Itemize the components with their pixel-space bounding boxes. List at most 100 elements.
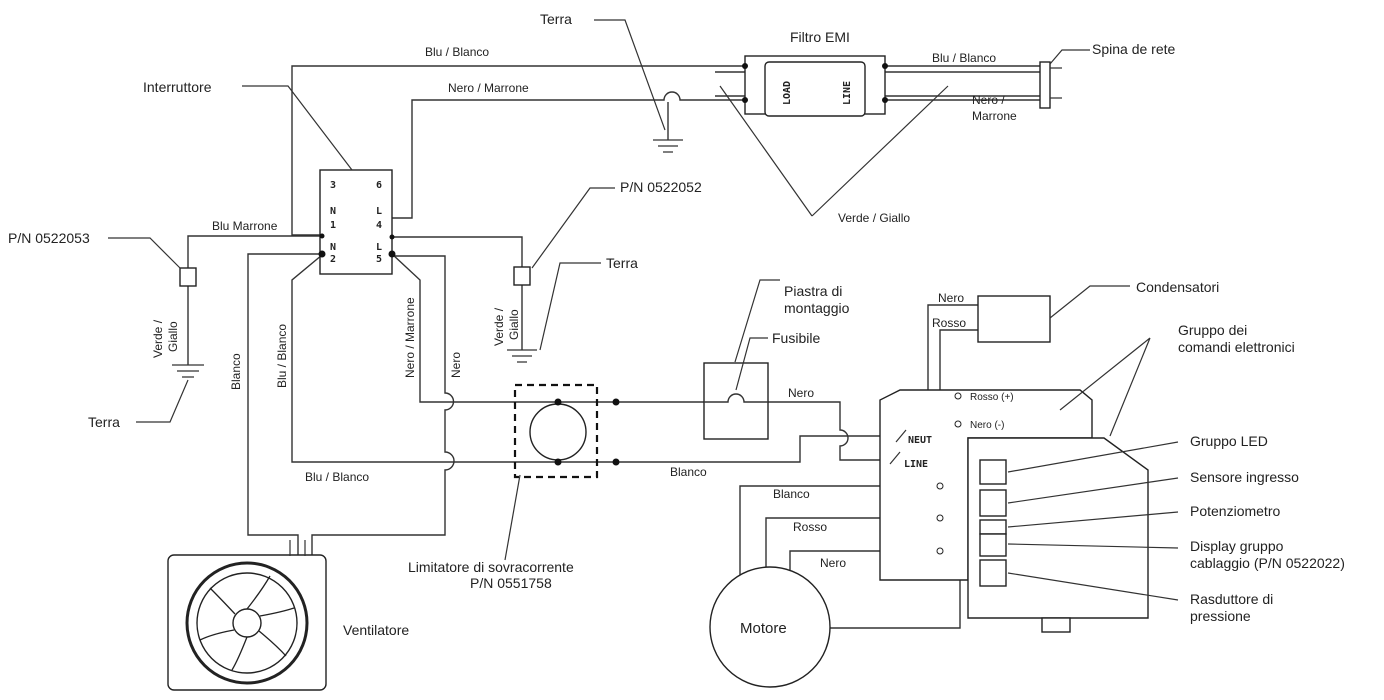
fan-hub — [232, 608, 262, 638]
wire-nero-marrone-vert — [391, 253, 448, 403]
wire-blu-blanco-vert — [291, 254, 448, 463]
mounting-plate — [703, 362, 769, 440]
label-blu-bianco-plug: Blu / Blanco — [932, 51, 996, 65]
control-board-tab — [1041, 617, 1071, 633]
interruttore-switch: 3 6 N L 1 4 N L 2 5 — [318, 169, 396, 275]
label-blanco-mid: Blanco — [670, 465, 707, 479]
plug-body — [1039, 61, 1051, 109]
connector-0522052 — [513, 266, 531, 286]
svg-text:5: 5 — [376, 254, 382, 265]
fan-blades-icon — [199, 575, 295, 671]
label-ventilatore: Ventilatore — [343, 622, 409, 638]
label-blu-bianco-top: Blu / Blanco — [425, 45, 489, 59]
label-nero-cap: Nero — [938, 291, 964, 305]
label-gruppo-1: Gruppo dei — [1178, 322, 1247, 338]
label-verde-mid-1: Verde / — [492, 307, 506, 346]
svg-text:L: L — [376, 206, 382, 217]
label-piastra-2: montaggio — [784, 300, 850, 316]
ground-mid-icon — [507, 349, 537, 363]
label-neut: NEUT — [908, 435, 932, 446]
wire-gnd-mid-top — [392, 236, 523, 267]
svg-text:3: 3 — [330, 180, 336, 191]
label-blanco-motor: Blanco — [773, 487, 810, 501]
ground-top-icon — [653, 139, 683, 153]
wire-nero-fan — [311, 255, 455, 555]
label-pn-0522052: P/N 0522052 — [620, 179, 702, 195]
led-block — [979, 459, 1007, 485]
label-potenziometro: Potenziometro — [1190, 503, 1280, 519]
svg-text:N: N — [330, 242, 336, 253]
label-verde-left-1: Verde / — [151, 319, 165, 358]
svg-text:4: 4 — [376, 220, 382, 231]
pressure-block — [979, 559, 1007, 587]
label-piastra-1: Piastra di — [784, 283, 842, 299]
label-nero-minus: Nero (-) — [970, 420, 1004, 431]
display-block — [979, 533, 1007, 557]
connector-0522053 — [179, 267, 197, 287]
control-board-front — [967, 437, 1149, 619]
sensor-block — [979, 489, 1007, 517]
wire-switch-blu-in — [291, 200, 322, 236]
label-nero-plug-1: Nero / — [972, 93, 1005, 107]
label-spina: Spina de rete — [1092, 41, 1175, 57]
filtro-emi-label: Filtro EMI — [790, 29, 850, 45]
label-nero-marrone-vert: Nero / Marrone — [403, 297, 417, 378]
condensatori-box — [977, 295, 1051, 343]
label-terra-mid: Terra — [606, 255, 638, 271]
label-blu-blanco-vert: Blu / Blanco — [275, 324, 289, 388]
label-rosso-motor: Rosso — [793, 520, 827, 534]
overcurrent-limiter — [513, 383, 620, 479]
label-motore: Motore — [740, 620, 787, 637]
label-verde-left-2: Giallo — [166, 321, 180, 352]
label-rasduttore-2: pressione — [1190, 608, 1251, 624]
label-verde-giallo-filter: Verde / Giallo — [838, 211, 910, 225]
label-terra-left: Terra — [88, 414, 120, 430]
label-nero-vert: Nero — [449, 352, 463, 378]
svg-text:1: 1 — [330, 220, 336, 231]
svg-text:6: 6 — [376, 180, 382, 191]
mounting-plate-fuse — [703, 362, 769, 440]
wire-switch-nero-in — [390, 210, 413, 219]
wire-blanco-fan — [247, 253, 322, 555]
wire-motor-sensor — [830, 572, 980, 629]
text-labels: Terra Spina de rete Blu / Blanco Nero / … — [8, 11, 1345, 638]
svg-text:2: 2 — [330, 254, 336, 265]
label-blu-blanco-bottom: Blu / Blanco — [305, 470, 369, 484]
label-nero-plug-2: Marrone — [972, 109, 1017, 123]
wire-blu-blanco-top — [291, 65, 745, 200]
label-sensore: Sensore ingresso — [1190, 469, 1299, 485]
emi-filter: LOAD LINE — [742, 55, 888, 117]
emi-load-label: LOAD — [782, 81, 793, 105]
label-nero-fuse: Nero — [788, 386, 814, 400]
label-pn-0522053: P/N 0522053 — [8, 230, 90, 246]
label-condensatori: Condensatori — [1136, 279, 1219, 295]
emi-line-label: LINE — [842, 81, 853, 105]
motore-circle — [709, 566, 831, 688]
emi-filter-inner — [764, 61, 866, 117]
wire-motor-blanco — [739, 485, 940, 590]
label-interruttore: Interruttore — [143, 79, 212, 95]
label-display-1: Display gruppo — [1190, 538, 1284, 554]
label-blu-marrone: Blu Marrone — [212, 219, 278, 233]
label-gruppo-led: Gruppo LED — [1190, 433, 1268, 449]
label-limitatore-2: P/N 0551758 — [470, 575, 552, 591]
label-limitatore-1: Limitatore di sovracorrente — [408, 559, 574, 575]
label-rasduttore-1: Rasduttore di — [1190, 591, 1273, 607]
label-display-2: cablaggio (P/N 0522022) — [1190, 555, 1345, 571]
wire-nero-line — [745, 401, 900, 461]
leader-lines — [108, 19, 1179, 601]
svg-text:N: N — [330, 206, 336, 217]
label-rosso-plus: Rosso (+) — [970, 392, 1014, 403]
label-line-term: LINE — [904, 459, 928, 470]
label-fusibile: Fusibile — [772, 330, 820, 346]
wire-gnd-left-top — [187, 235, 322, 268]
limiter-circle — [529, 403, 587, 461]
control-group — [879, 389, 1149, 633]
wire-blanco-neut — [558, 435, 900, 463]
label-gruppo-2: comandi elettronici — [1178, 339, 1295, 355]
plug — [1039, 61, 1062, 109]
label-nero-marrone-top: Nero / Marrone — [448, 81, 529, 95]
label-nero-motor: Nero — [820, 556, 846, 570]
